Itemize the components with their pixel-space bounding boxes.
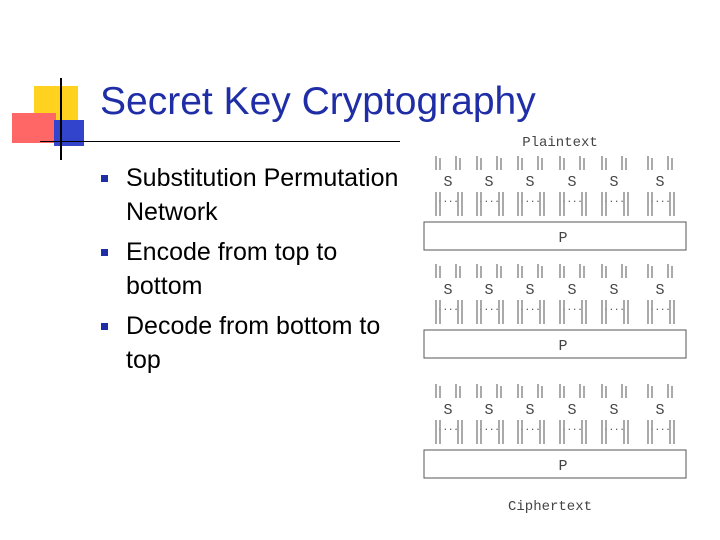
bullet-item: Encode from top to bottom	[96, 236, 406, 303]
square-bullet-icon	[101, 249, 108, 256]
pbox	[423, 449, 687, 479]
bullet-item: Substitution Permutation Network	[96, 162, 406, 229]
sbox-label: S	[609, 402, 618, 419]
spn-diagram: Plaintext S....S....S....S....S....S....…	[423, 135, 687, 515]
sbox-label: S	[525, 402, 534, 419]
sbox-output-dots: ....	[519, 303, 541, 313]
sbox-label: S	[484, 402, 493, 419]
sbox-label: S	[484, 174, 493, 191]
sbox-output-dots: ....	[603, 423, 625, 433]
bullet-list: Substitution Permutation Network Encode …	[96, 162, 406, 384]
sbox-label: S	[484, 282, 493, 299]
sbox-output-dots: ....	[437, 195, 459, 205]
sbox-label: S	[443, 402, 452, 419]
spn-rounds: S.... S.... S.... S.... S.... S.... P S.... S...…	[423, 156, 687, 479]
sbox-output-dots: ....	[519, 423, 541, 433]
square-bullet-icon	[101, 323, 108, 330]
sbox-output-dots: ....	[561, 423, 583, 433]
sbox-label: S	[609, 174, 618, 191]
decorative-square-blue	[54, 120, 84, 146]
slide-title: Secret Key Cryptography	[100, 80, 536, 123]
pbox-label: P	[558, 338, 567, 355]
sbox-label: S	[525, 282, 534, 299]
decorative-vertical-line	[60, 78, 62, 160]
bullet-text: Substitution Permutation Network	[126, 164, 399, 226]
sbox-label: S	[443, 282, 452, 299]
pbox	[423, 221, 687, 251]
plaintext-label: Plaintext	[522, 135, 598, 151]
sbox-output-dots: ....	[561, 195, 583, 205]
sbox-output-dots: ....	[561, 303, 583, 313]
sbox-label: S	[609, 282, 618, 299]
sbox-output-dots: ....	[478, 303, 500, 313]
sbox-label: S	[567, 402, 576, 419]
square-bullet-icon	[101, 175, 108, 182]
sbox-output-dots: ....	[649, 303, 671, 313]
pbox	[423, 329, 687, 359]
sbox-output-dots: ....	[603, 195, 625, 205]
ciphertext-label: Ciphertext	[508, 499, 592, 515]
sbox-label: S	[567, 282, 576, 299]
pbox-label: P	[558, 458, 567, 475]
title-underline	[40, 141, 400, 142]
bullet-item: Decode from bottom to top	[96, 310, 406, 377]
bullet-text: Encode from top to bottom	[126, 238, 338, 300]
sbox-output-dots: ....	[649, 423, 671, 433]
sbox-label: S	[443, 174, 452, 191]
sbox-label: S	[655, 174, 664, 191]
bullet-text: Decode from bottom to top	[126, 312, 381, 374]
pbox-label: P	[558, 230, 567, 247]
sbox-label: S	[655, 402, 664, 419]
sbox-output-dots: ....	[478, 195, 500, 205]
sbox-label: S	[655, 282, 664, 299]
sbox-output-dots: ....	[603, 303, 625, 313]
sbox-output-dots: ....	[519, 195, 541, 205]
sbox-output-dots: ....	[437, 303, 459, 313]
sbox-output-dots: ....	[478, 423, 500, 433]
sbox-output-dots: ....	[649, 195, 671, 205]
decorative-square-red	[12, 113, 56, 143]
sbox-label: S	[525, 174, 534, 191]
sbox-output-dots: ....	[437, 423, 459, 433]
sbox-label: S	[567, 174, 576, 191]
